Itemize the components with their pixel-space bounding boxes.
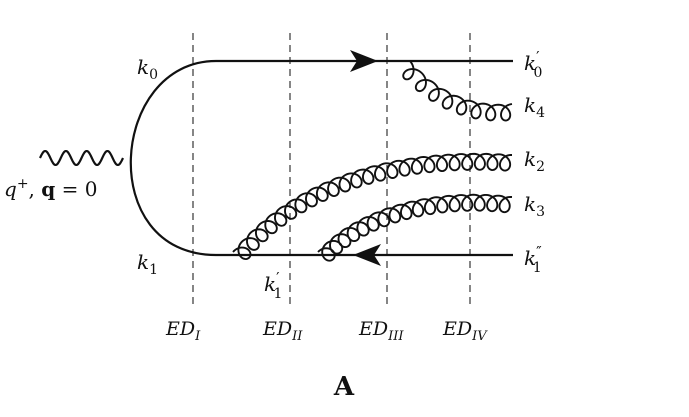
- label-k1-prime: k′1: [264, 269, 282, 302]
- region-label-ed-iv: EDIV: [442, 318, 488, 344]
- arrow-left-bottom: [353, 244, 381, 266]
- label-k0-prime: k′0: [524, 48, 542, 81]
- arrow-right-top: [350, 50, 378, 72]
- gluon-k3: [317, 193, 513, 262]
- region-label-ed-ii: EDII: [262, 318, 303, 344]
- region-label-ed-i: EDI: [165, 318, 201, 344]
- label-k3: k3: [524, 192, 545, 220]
- region-label-ed-iii: EDIII: [358, 318, 404, 344]
- label-k1-double-prime: k″1: [524, 243, 542, 276]
- gluon-k4: [402, 60, 513, 122]
- label-k1: k1: [137, 250, 158, 278]
- figure-caption: A: [333, 372, 355, 402]
- photon-wavy-line: [39, 149, 124, 167]
- label-photon-momentum: q+, q = 0: [4, 176, 97, 201]
- label-k0: k0: [137, 55, 158, 83]
- label-k2: k2: [524, 147, 545, 175]
- label-k4: k4: [524, 93, 545, 121]
- gluon-k2: [232, 152, 513, 260]
- quark-arc: [129, 59, 217, 257]
